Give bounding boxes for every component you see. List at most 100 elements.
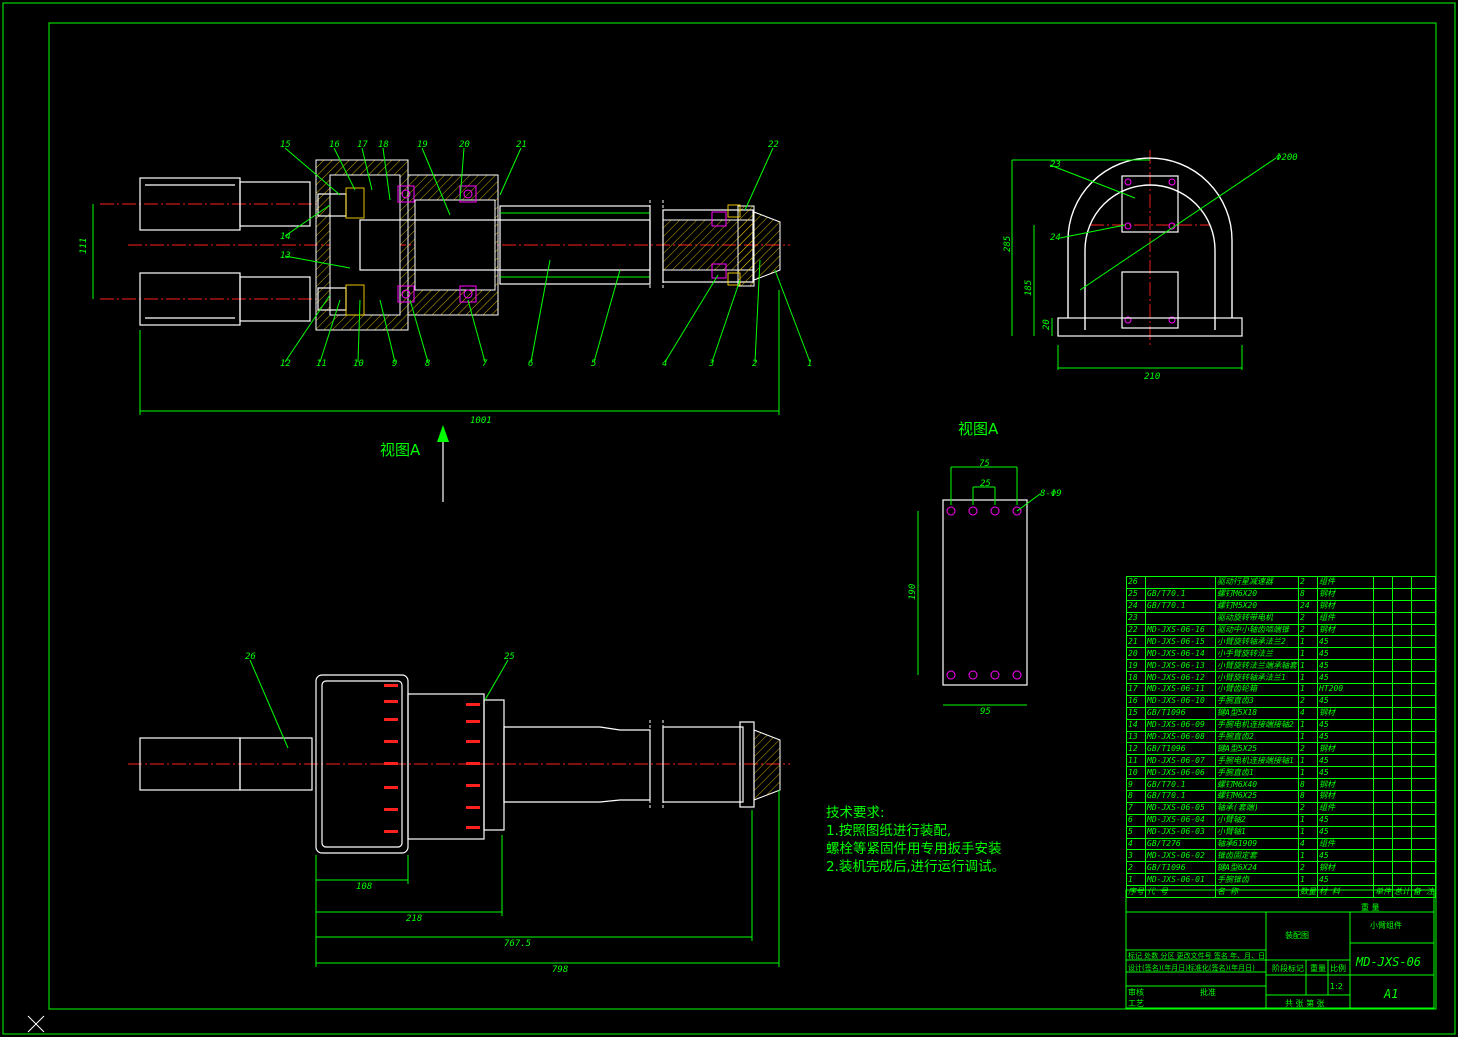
bom-cell-empty	[1411, 766, 1436, 780]
bom-cell-code: MD-JXS-06-12	[1145, 671, 1216, 685]
bom-cell-qty: 24	[1298, 599, 1318, 613]
bom-cell-empty	[1373, 766, 1393, 780]
balloon-4: 4	[662, 359, 667, 369]
notes-title: 技术要求:	[826, 805, 885, 821]
bom-cell-name: 轴承(套端)	[1215, 801, 1299, 815]
balloon-22: 22	[768, 140, 779, 150]
balloon-26: 26	[245, 652, 256, 662]
bevel-gear	[753, 211, 781, 281]
notes-line-2: 螺栓等紧固件用专用扳手安装	[826, 841, 1002, 857]
bom-cell-empty	[1411, 635, 1436, 649]
dim-108: 108	[356, 882, 372, 892]
notes-line-3: 2.装机完成后,进行运行调试。	[826, 859, 1006, 875]
bom-cell-name: 手腕电机连接端接轴2	[1215, 718, 1299, 732]
bom-cell-mat: 45	[1317, 635, 1374, 649]
bom-cell-code: GB/T1096	[1145, 706, 1216, 720]
bom-cell-mat: 45	[1317, 873, 1374, 887]
bom-cell-qty: 1	[1298, 849, 1318, 863]
bom-cell-no: 17	[1126, 683, 1146, 696]
bom-cell-name: 小臂旋转轴承法兰2	[1215, 635, 1299, 649]
bom-cell-no: 13	[1126, 730, 1146, 744]
bom-cell-no: 12	[1126, 742, 1146, 756]
bom-cell-empty	[1392, 671, 1412, 685]
bom-cell-name: 螺钉M6X25	[1215, 790, 1299, 803]
bom-cell-qty: 1	[1298, 766, 1318, 780]
bom-cell-name: 小手臂旋转法兰	[1215, 647, 1299, 661]
bom-cell-empty	[1392, 599, 1412, 613]
bom-cell-qty: 1	[1298, 873, 1318, 887]
plate-view	[917, 466, 1041, 706]
bom-cell-empty	[1373, 861, 1393, 875]
bom-cell-empty	[1373, 813, 1393, 827]
balloon-7: 7	[482, 359, 488, 369]
balloon-9: 9	[392, 359, 397, 369]
bom-cell-code: GB/T70.1	[1145, 790, 1216, 803]
bom-cell-mat: 45	[1317, 647, 1374, 661]
balloon-16: 16	[329, 140, 340, 150]
craft-label: 工艺	[1128, 999, 1144, 1008]
bom-cell-no: 15	[1126, 706, 1146, 720]
view-arrow-head	[437, 425, 449, 442]
balloon-3: 3	[708, 359, 714, 369]
balloon-15: 15	[280, 140, 291, 150]
bom-cell-qty: 1	[1298, 825, 1318, 839]
bom-cell-empty	[1392, 801, 1412, 815]
bom-cell-qty: 2	[1298, 611, 1318, 625]
bom-cell-qty: 2	[1298, 694, 1318, 708]
balloon-2: 2	[752, 359, 757, 369]
bom-cell-empty	[1411, 742, 1436, 756]
bom-cell-no: 8	[1126, 790, 1146, 803]
bom-cell-empty	[1411, 576, 1436, 589]
bom-cell-mat: 钢材	[1317, 587, 1374, 601]
section-view	[92, 147, 811, 415]
bom-cell-qty: 1	[1298, 730, 1318, 744]
bom-cell-empty	[1373, 599, 1393, 613]
bom-cell-name: 驱动旋转带电机	[1215, 611, 1299, 625]
part-name: 小臂组件	[1370, 921, 1402, 930]
bom-cell-name: 小臂轴2	[1215, 813, 1299, 827]
bom-cell-qty: 2	[1298, 801, 1318, 815]
bom-cell-no: 2	[1126, 861, 1146, 875]
bom-cell-qty: 2	[1298, 623, 1318, 637]
bom-cell-name: 螺钉M6X20	[1215, 587, 1299, 601]
bom-cell-empty	[1411, 706, 1436, 720]
bom-cell-empty	[1373, 659, 1393, 673]
balloon-21: 21	[516, 140, 527, 150]
bom-cell-empty	[1392, 647, 1412, 661]
sheet-count: 共 张 第 张	[1285, 999, 1325, 1008]
bom-cell-empty	[1411, 718, 1436, 732]
bom-cell-no: 4	[1126, 837, 1146, 851]
balloon-17: 17	[357, 140, 368, 150]
balloon-1: 1	[807, 359, 812, 369]
bom-cell-empty	[1411, 801, 1436, 815]
bom-cell-empty	[1373, 647, 1393, 661]
bom-cell-code	[1145, 576, 1216, 589]
dim-218: 218	[406, 914, 422, 924]
bom-cell-no: 24	[1126, 599, 1146, 613]
bom-cell-empty	[1411, 730, 1436, 744]
bom-weight-header: 重 量	[1361, 903, 1380, 912]
bom-cell-code: MD-JXS-06-14	[1145, 647, 1216, 661]
bom-cell-name: 键A型6X24	[1215, 861, 1299, 875]
bom-cell-mat: 钢材	[1317, 706, 1374, 720]
bom-cell-qty: 2	[1298, 576, 1318, 589]
ratio-label: 比例	[1330, 964, 1346, 973]
bom-cell-empty	[1373, 623, 1393, 637]
balloon-25: 25	[504, 652, 515, 662]
bom-cell-empty	[1392, 849, 1412, 863]
bom-cell-empty	[1373, 576, 1393, 589]
bom-cell-name: 小臂齿轮箱	[1215, 683, 1299, 696]
bom-cell-empty	[1373, 849, 1393, 863]
bom-cell-empty	[1392, 813, 1412, 827]
